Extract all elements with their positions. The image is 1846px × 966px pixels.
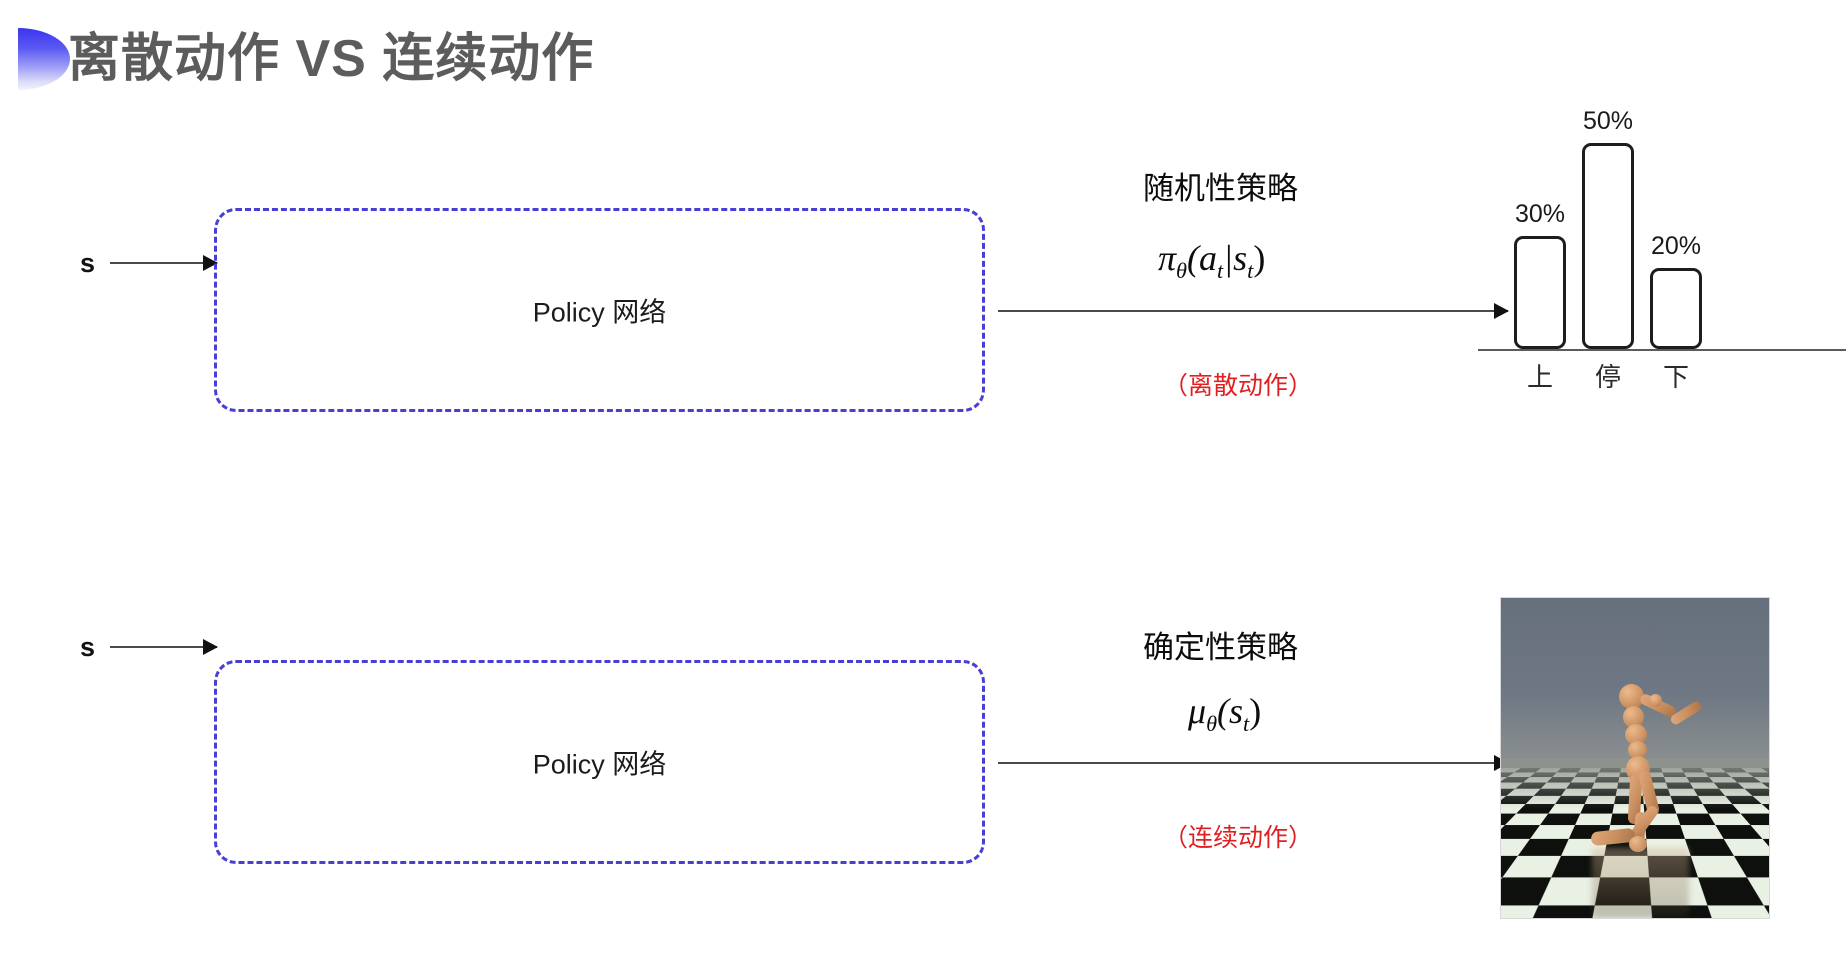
policy-formula-discrete: πθ(at|st): [1158, 237, 1265, 284]
action-type-note-continuous: （连续动作）: [1163, 824, 1314, 852]
output-arrow-continuous: [998, 762, 1508, 764]
title-decoration-icon: [18, 28, 70, 90]
policy-type-label-discrete: 随机性策略: [1143, 171, 1298, 206]
bar-value-0: 30%: [1514, 200, 1566, 228]
formula-close-paren-2: ): [1249, 691, 1262, 731]
formula-t-sub-1: t: [1217, 258, 1224, 284]
humanoid-upper-torso: [1623, 706, 1644, 728]
formula-pipe-s: |s: [1223, 238, 1248, 278]
action-type-note-discrete: （离散动作）: [1163, 372, 1314, 400]
formula-theta-sub: θ: [1176, 258, 1188, 284]
bar-value-2: 20%: [1650, 232, 1702, 260]
bar-category-1: 停: [1594, 362, 1621, 392]
bar-rect-2[interactable]: [1650, 268, 1702, 349]
humanoid-lower-torso: [1628, 741, 1647, 759]
formula-open-args-2: (s: [1217, 691, 1244, 731]
bar-category-2: 下: [1662, 362, 1689, 392]
policy-network-label-discrete: Policy 网络: [532, 297, 667, 328]
input-arrow-discrete: [110, 262, 217, 264]
formula-mu: μ: [1188, 691, 1207, 731]
formula-close-paren: ): [1253, 238, 1266, 278]
formula-theta-sub-2: θ: [1206, 711, 1218, 737]
action-probability-bar-chart: 30% 上 50% 停 20% 下: [1478, 95, 1846, 400]
humanoid-hand-left: [1649, 694, 1662, 707]
policy-type-label-continuous: 确定性策略: [1143, 630, 1298, 665]
state-label-continuous: s: [80, 632, 96, 662]
humanoid-mid-torso: [1625, 724, 1647, 745]
policy-network-label-continuous: Policy 网络: [532, 749, 667, 780]
formula-t-sub-2: t: [1247, 258, 1254, 284]
bar-category-0: 上: [1526, 362, 1553, 392]
policy-network-box-continuous[interactable]: Policy 网络: [214, 660, 985, 864]
policy-network-box-discrete[interactable]: Policy 网络: [214, 208, 985, 412]
output-arrow-discrete: [998, 310, 1508, 312]
bar-rect-1[interactable]: [1582, 143, 1634, 349]
state-label-discrete: s: [80, 248, 96, 278]
formula-open-args: (a: [1187, 238, 1218, 278]
sim-floor-reflection: [1592, 847, 1689, 918]
input-arrow-continuous: [110, 646, 217, 648]
humanoid-foot-front: [1629, 836, 1647, 852]
page-title: 离散动作 VS 连续动作: [68, 30, 595, 88]
bar-rect-0[interactable]: [1514, 236, 1566, 349]
formula-pi: π: [1158, 238, 1177, 278]
formula-t-sub-3: t: [1243, 711, 1250, 737]
policy-formula-continuous: μθ(st): [1188, 690, 1261, 737]
bar-value-1: 50%: [1582, 107, 1634, 135]
humanoid-simulation-image: [1500, 597, 1770, 919]
chart-baseline-axis: [1478, 349, 1846, 351]
